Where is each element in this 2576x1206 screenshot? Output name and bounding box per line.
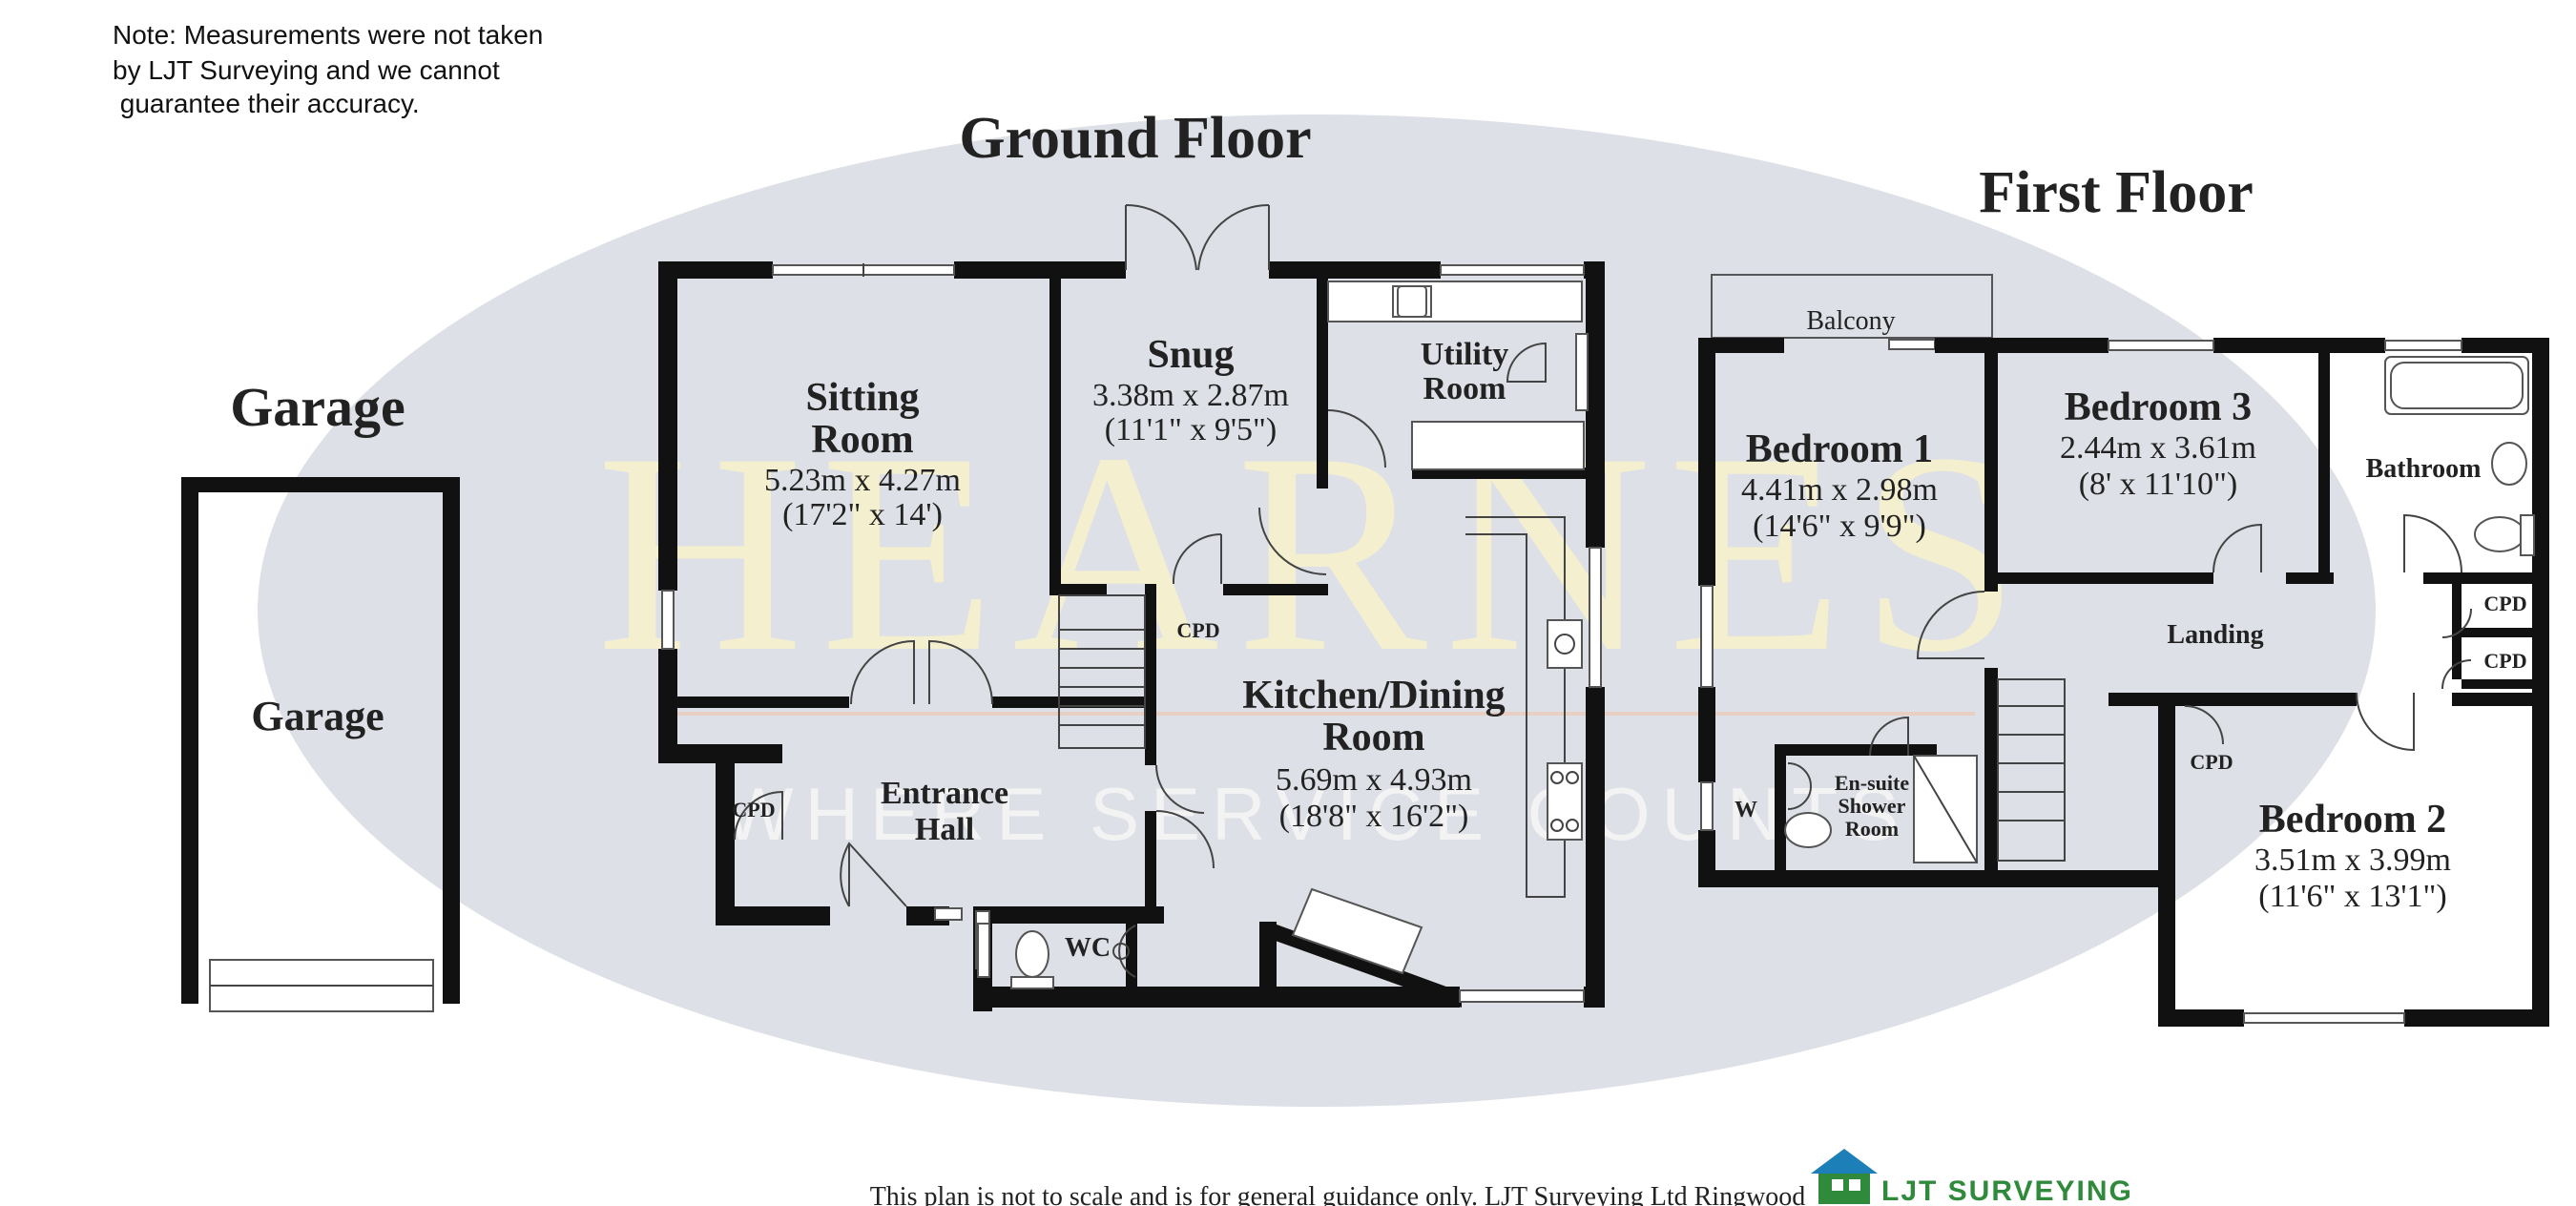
sitting-room-imperial: (17'2" x 14') [782,497,943,532]
ensuite-line-2: Shower [1839,794,1906,818]
bedroom2-name: Bedroom 2 [2259,798,2446,842]
house-logo-icon [1811,1149,1878,1204]
ensuite-line-1: En-suite [1835,771,1909,795]
bathroom-name: Bathroom [2366,454,2482,484]
utility-room-name-2: Room [1423,371,1506,406]
kitchen-imperial: (18'8" x 16'2") [1279,799,1469,834]
first-floor-plan: Balcony [1698,274,2549,1027]
bedroom1-name: Bedroom 1 [1746,427,1933,471]
kitchen-name-1: Kitchen/Dining [1242,674,1505,717]
note-line-1: Note: Measurements were not taken [113,20,543,50]
wardrobe-label: W [1735,798,1757,822]
ensuite-line-3: Room [1845,817,1899,841]
bedroom3-name: Bedroom 3 [2065,385,2252,429]
bedroom3-imperial: (8' x 11'10") [2079,467,2238,502]
ljt-logo: LJT SURVEYING [1811,1149,2133,1206]
bedroom2-imperial: (11'6" x 13'1") [2258,879,2446,914]
kitchen-name-2: Room [1322,716,1424,759]
staircase-ground [1058,594,1146,749]
staircase-first [1997,678,2066,862]
watermark: HEARNES WHERE SERVICE COUNTS [258,114,2376,1107]
cpd-lower-label: CPD [2483,649,2526,673]
measurement-note: Note: Measurements were not taken by LJT… [113,20,543,118]
sitting-room-metric: 5.23m x 4.27m [764,463,961,498]
note-line-3: guarantee their accuracy. [113,89,420,118]
landing-name: Landing [2167,620,2263,650]
first-floor-title: First Floor [1979,160,2254,225]
ground-floor-title: Ground Floor [959,106,1311,171]
bedroom3-metric: 2.44m x 3.61m [2060,430,2256,466]
bedroom1-metric: 4.41m x 2.98m [1741,472,1938,508]
kitchen-metric: 5.69m x 4.93m [1276,762,1472,798]
watermark-brand: HEARNES [596,394,2036,711]
entrance-hall-name-1: Entrance [881,776,1008,811]
balcony-label: Balcony [1806,306,1895,336]
entrance-hall-name-2: Hall [915,812,974,847]
cpd-ground-label: CPD [1176,618,1219,642]
garage-plan: Garage [181,477,460,1012]
garage-title: Garage [230,376,405,438]
footer-disclaimer: This plan is not to scale and is for gen… [870,1182,1806,1206]
sitting-room-name-1: Sitting [805,376,919,420]
garage-label: Garage [251,693,384,739]
bedroom2-metric: 3.51m x 3.99m [2254,842,2451,878]
snug-name: Snug [1147,333,1234,377]
note-line-2: by LJT Surveying and we cannot [113,55,500,85]
snug-metric: 3.38m x 2.87m [1092,378,1289,413]
bedroom1-imperial: (14'6" x 9'9") [1753,509,1926,544]
wc-label: WC [1065,933,1111,963]
utility-room-name-1: Utility [1421,337,1509,372]
sitting-room-name-2: Room [811,418,913,462]
ground-floor-plan: Sitting Room 5.23m x 4.27m (17'2" x 14')… [658,203,1605,1011]
cpd-upper-label: CPD [2483,592,2526,615]
watermark-ellipse [258,114,2376,1107]
cpd-hall-label: CPD [732,798,775,821]
logo-text: LJT SURVEYING [1881,1175,2133,1206]
cpd-bedroom2-label: CPD [2190,750,2233,774]
snug-imperial: (11'1" x 9'5") [1105,412,1277,447]
